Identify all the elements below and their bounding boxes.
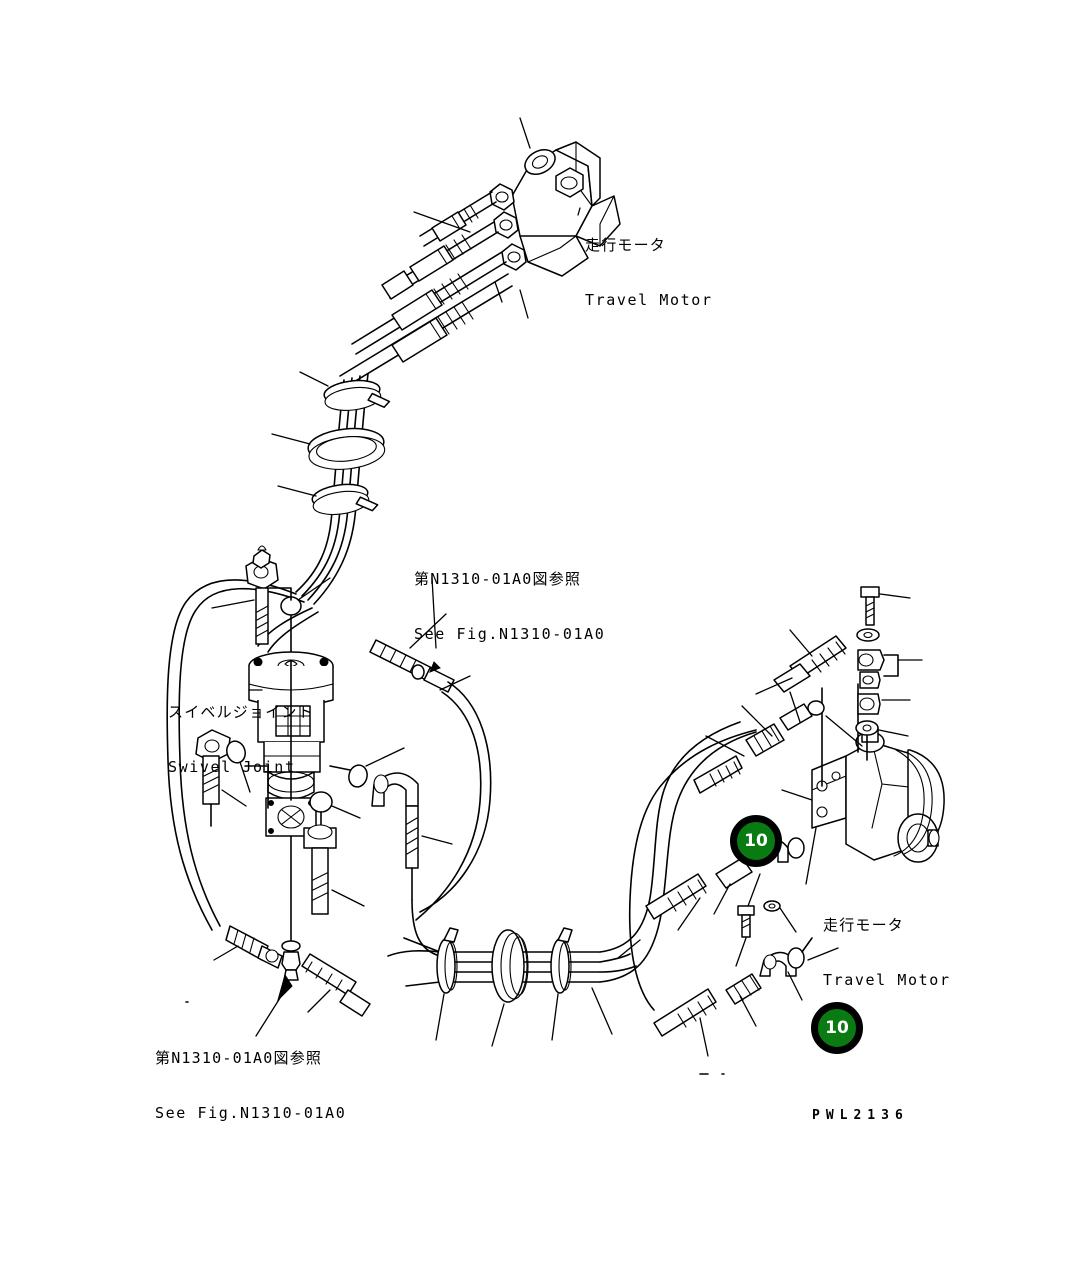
swivel-joint (248, 651, 334, 961)
lower-left-fittings (195, 729, 453, 915)
callout-badge-10-motor[interactable]: 10 (730, 815, 782, 867)
drawing-number: PWL2136 (812, 1108, 909, 1123)
label-jp-text: 第N1310-01A0図参照 (155, 1048, 323, 1067)
right-bolt-washer-stack (755, 586, 923, 761)
callout-badge-10-hose[interactable]: 10 (811, 1002, 863, 1054)
upper-travel-motor-assembly (339, 117, 621, 389)
label-en-text: Travel Motor (823, 971, 951, 990)
upper-hose-bundle (271, 371, 391, 605)
label-travel-motor-upper: 走行モータ Travel Motor (585, 199, 713, 348)
label-en-text: See Fig.N1310-01A0 (155, 1104, 347, 1123)
label-jp-text: 走行モータ (823, 915, 905, 934)
label-swivel-joint: スイベルジョイント Swivel Joint (168, 666, 314, 815)
label-see-fig-upper: 第N1310-01A0図参照 See Fig.N1310-01A0 (414, 533, 605, 682)
label-en-text: See Fig.N1310-01A0 (414, 625, 606, 644)
label-jp-text: 走行モータ (585, 235, 667, 254)
label-jp-text: スイベルジョイント (168, 702, 314, 721)
label-see-fig-lower: 第N1310-01A0図参照 See Fig.N1310-01A0 (155, 1012, 346, 1161)
label-jp-text: 第N1310-01A0図参照 (414, 569, 582, 588)
lower-left-hose-cluster (213, 925, 371, 1037)
right-hose-assemblies (645, 691, 839, 1057)
label-en-text: Swivel Joint (168, 758, 296, 777)
label-en-text: Travel Motor (585, 291, 713, 310)
lower-hose-bundle (387, 721, 757, 1047)
right-frame-hose-route (617, 729, 757, 1011)
label-travel-motor-lower: 走行モータ Travel Motor (823, 879, 951, 1028)
left-valve-assembly (211, 545, 331, 661)
swivel-to-right-hose (369, 577, 492, 921)
bottom-tick-marks (185, 1001, 725, 1075)
